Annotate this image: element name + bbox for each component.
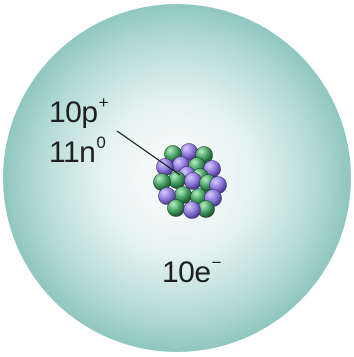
protons-label: 10p+ (49, 93, 109, 129)
neutron-particle (167, 199, 185, 217)
neutron-particle (168, 171, 186, 189)
proton-particle (183, 201, 201, 219)
electrons-label: 10e− (162, 253, 222, 289)
proton-particle (184, 172, 202, 190)
proton-particle (158, 187, 176, 205)
nucleus (153, 143, 227, 219)
neutrons-label: 11n0 (49, 133, 106, 169)
pointer-line (116, 130, 181, 176)
